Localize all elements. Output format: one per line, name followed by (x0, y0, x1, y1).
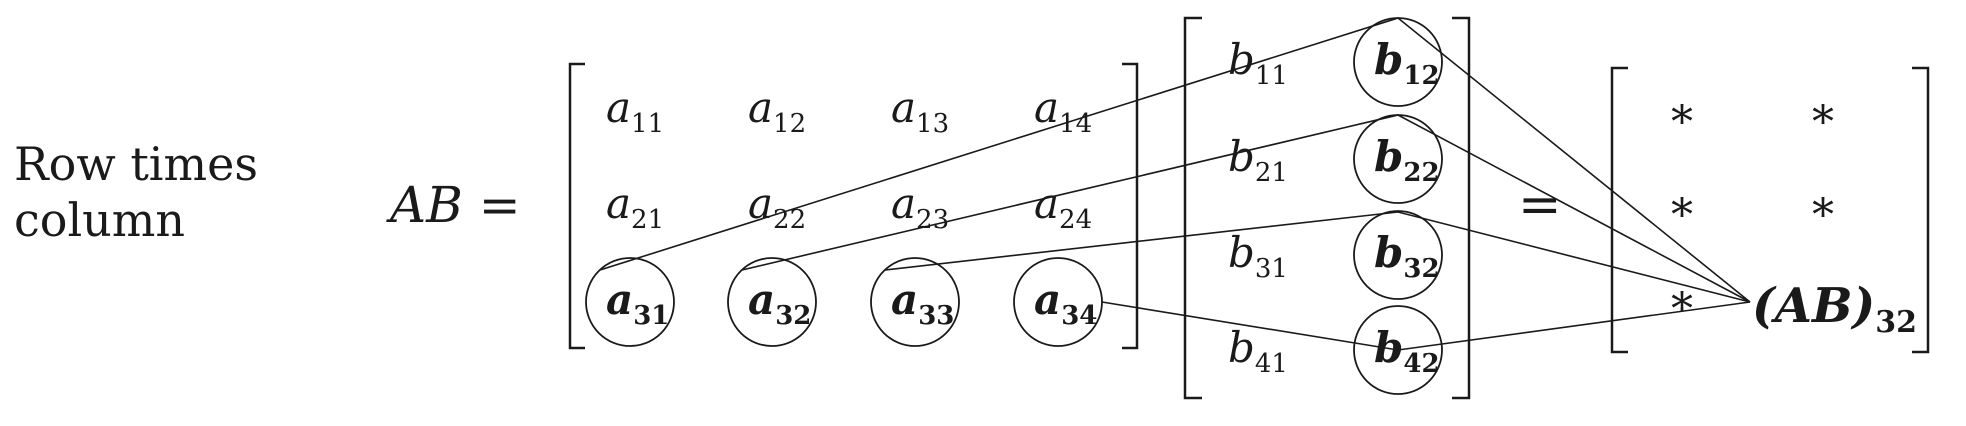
equals-sign: = (1518, 175, 1562, 235)
column-highlight-circle (1353, 305, 1443, 395)
result-left-bracket (1610, 66, 1628, 354)
matrix-a-entry-33: a33 (891, 275, 954, 331)
matrix-a-entry-23: a23 (891, 179, 949, 235)
result-cell: * (1671, 284, 1693, 335)
matrix-b-entry-42: b42 (1374, 323, 1440, 379)
matrix-b-entry-22: b22 (1374, 132, 1440, 188)
caption: Row times column (14, 136, 258, 248)
row-highlight-circle (870, 257, 960, 347)
result-right-bracket (1912, 66, 1930, 354)
result-cell: * (1812, 97, 1834, 148)
row-highlight-circle (1013, 257, 1103, 347)
matrix-a-entry-24: a24 (1034, 179, 1092, 235)
column-highlight-circle (1353, 114, 1443, 204)
caption-line-2: column (14, 193, 186, 247)
row-highlight-circle (727, 257, 817, 347)
result-cell: * (1812, 190, 1834, 241)
matrix-b-entry-31: b31 (1228, 228, 1288, 284)
connector-a33-b32 (884, 211, 1751, 303)
matrix-b-left-bracket (1183, 16, 1202, 400)
matrix-a-entry-13: a13 (891, 83, 949, 139)
connector-a31-b12 (599, 17, 1751, 303)
highlight-circles (585, 17, 1443, 395)
matrix-b-entry-32: b32 (1374, 228, 1440, 284)
matrix-a-entry-22: a22 (748, 179, 806, 235)
matrix-b-entry-21: b21 (1228, 132, 1288, 188)
matrix-a-entry-11: a11 (606, 83, 664, 139)
matrix-b-right-bracket (1452, 16, 1471, 400)
matrix-a-entries: a11 a12 a13 a14 a21 a22 a23 a24 a31 a32 a33 a34 (606, 83, 1097, 331)
matrix-a-left-bracket (568, 62, 585, 350)
result-cell: * (1671, 97, 1693, 148)
caption-line-1: Row times (14, 137, 258, 191)
connector-a34-b42 (1101, 301, 1751, 351)
result-entries: * * * * * (AB)32 (1671, 97, 1917, 340)
matrix-a-entry-21: a21 (606, 179, 664, 235)
column-highlight-circle (1353, 210, 1443, 300)
lhs-label: AB = (386, 176, 521, 234)
matrix-a-entry-32: a32 (748, 275, 811, 331)
matrix-a-entry-31: a31 (606, 275, 669, 331)
matrix-a-entry-12: a12 (748, 83, 806, 139)
matrix-a-right-bracket (1122, 62, 1139, 350)
matrix-b-entry-11: b11 (1228, 35, 1288, 91)
row-highlight-circle (585, 257, 675, 347)
matrix-a-entry-14: a14 (1034, 83, 1092, 139)
column-highlight-circle (1353, 17, 1443, 107)
result-entry-ab32: (AB)32 (1752, 278, 1917, 340)
matrix-a-entry-34: a34 (1034, 275, 1097, 331)
result-cell: * (1671, 190, 1693, 241)
